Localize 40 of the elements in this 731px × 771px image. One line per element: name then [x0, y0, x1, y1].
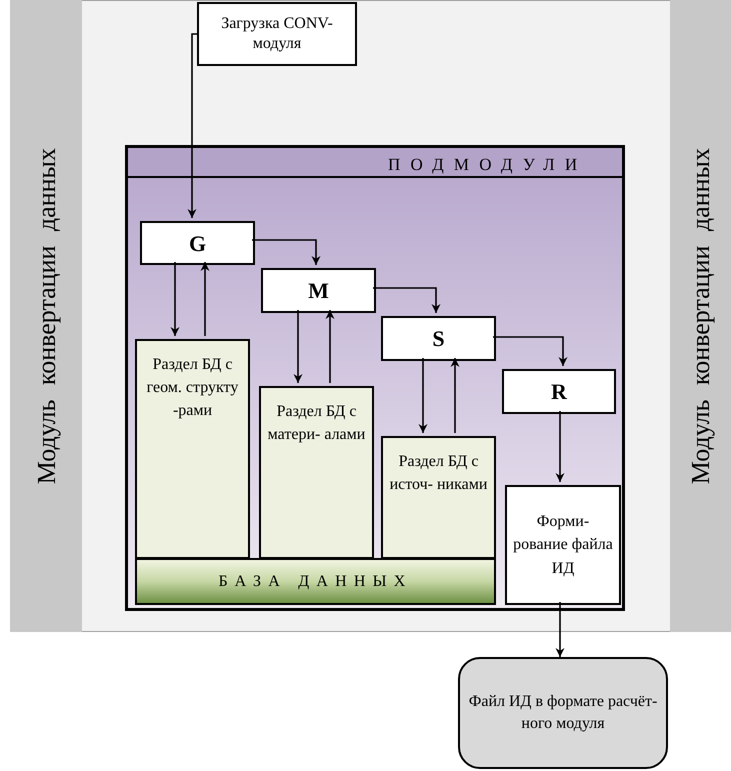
node-text: Модуль конвертации данных — [30, 148, 62, 484]
arrow — [450, 358, 460, 433]
process-box — [197, 2, 357, 66]
process-box — [502, 369, 616, 414]
arrow — [326, 310, 334, 383]
output-box — [458, 657, 668, 769]
node-text: Загрузка CONV-модуля — [220, 14, 334, 54]
node-text: G — [188, 230, 206, 258]
side-band — [10, 0, 82, 632]
node-text: Файл ИД в формате расчёт- ного модуля — [468, 692, 658, 734]
section-box — [381, 436, 496, 559]
arrow — [493, 336, 568, 366]
process-box — [505, 485, 621, 605]
node-text: Раздел БД с геом. структу -рами — [146, 355, 240, 422]
arrow — [252, 239, 320, 265]
process-box — [381, 316, 496, 361]
node-text: R — [551, 378, 567, 406]
side-band — [670, 0, 731, 632]
section-box — [135, 339, 250, 559]
arrow — [188, 33, 197, 218]
node-text: БАЗА ДАННЫХ — [218, 572, 412, 592]
process-box — [261, 268, 376, 313]
section-box — [259, 386, 374, 559]
arrow — [418, 358, 428, 433]
arrow — [556, 602, 564, 657]
node-text: Раздел БД с источ- никами — [388, 452, 488, 496]
arrow — [170, 262, 180, 336]
node-text: Раздел БД с матери- алами — [266, 402, 366, 446]
arrow — [294, 310, 302, 383]
node-text: M — [308, 277, 329, 305]
node-text: Модуль конвертации данных — [685, 148, 716, 484]
process-box — [140, 221, 255, 265]
arrow — [556, 411, 564, 482]
node-text: Форми- рование файла ИД — [512, 512, 614, 579]
node-text: S — [432, 325, 445, 353]
container-box — [125, 145, 625, 611]
section-heading: ПОДМОДУЛИ — [388, 154, 588, 176]
database-bar — [135, 558, 496, 605]
arrow — [373, 287, 440, 313]
arrow — [200, 262, 210, 336]
